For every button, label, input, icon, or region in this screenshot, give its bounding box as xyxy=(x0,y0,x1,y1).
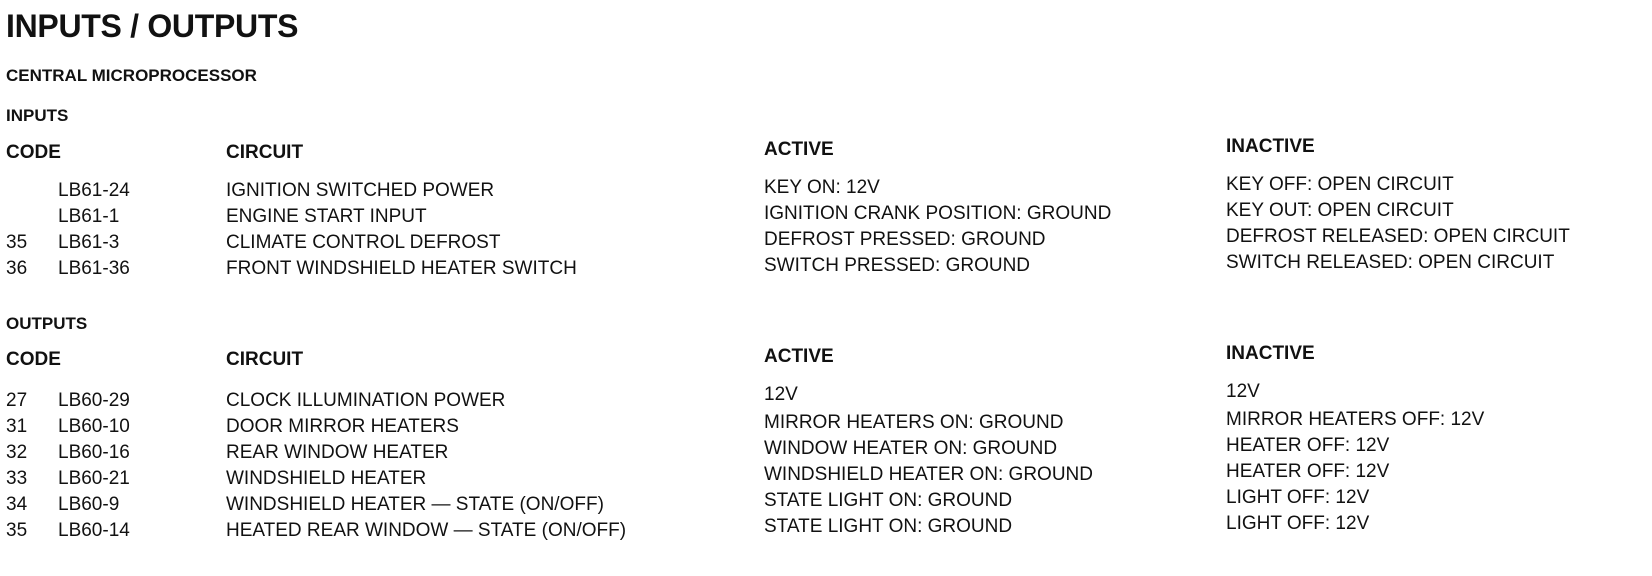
inputs-header-circuit: CIRCUIT xyxy=(226,142,304,163)
outputs-row-active: 12V xyxy=(764,384,798,405)
outputs-row-inactive: 12V xyxy=(1226,381,1260,402)
inputs-row-circuit: ENGINE START INPUT xyxy=(226,206,427,227)
outputs-row-num: 35 xyxy=(6,520,28,541)
inputs-row-code: LB61-24 xyxy=(58,180,130,201)
outputs-row-circuit: WINDSHIELD HEATER — STATE (ON/OFF) xyxy=(226,494,604,515)
inputs-row-code: LB61-3 xyxy=(58,232,120,253)
outputs-row-code: LB60-14 xyxy=(58,520,130,541)
outputs-row-inactive: HEATER OFF: 12V xyxy=(1226,461,1390,482)
inputs-row-num: 36 xyxy=(6,258,28,279)
outputs-row-num: 33 xyxy=(6,468,28,489)
inputs-header-active: ACTIVE xyxy=(764,139,834,160)
outputs-row-inactive: HEATER OFF: 12V xyxy=(1226,435,1390,456)
inputs-row-active: DEFROST PRESSED: GROUND xyxy=(764,229,1046,250)
inputs-row-circuit: IGNITION SWITCHED POWER xyxy=(226,180,495,201)
inputs-row-active: IGNITION CRANK POSITION: GROUND xyxy=(764,203,1112,224)
outputs-row-inactive: LIGHT OFF: 12V xyxy=(1226,487,1370,508)
inputs-row-num: 35 xyxy=(6,232,28,253)
inputs-header-inactive: INACTIVE xyxy=(1226,136,1315,157)
outputs-header-code: CODE xyxy=(6,349,61,370)
outputs-row-circuit: DOOR MIRROR HEATERS xyxy=(226,416,459,437)
outputs-row-circuit: CLOCK ILLUMINATION POWER xyxy=(226,390,506,411)
outputs-row-code: LB60-10 xyxy=(58,416,130,437)
outputs-row-active: WINDSHIELD HEATER ON: GROUND xyxy=(764,464,1094,485)
outputs-row-circuit: WINDSHIELD HEATER xyxy=(226,468,427,489)
inputs-row-code: LB61-36 xyxy=(58,258,130,279)
outputs-row-num: 32 xyxy=(6,442,28,463)
outputs-row-num: 31 xyxy=(6,416,28,437)
outputs-row-active: WINDOW HEATER ON: GROUND xyxy=(764,438,1058,459)
outputs-row-code: LB60-21 xyxy=(58,468,130,489)
outputs-row-active: STATE LIGHT ON: GROUND xyxy=(764,490,1013,511)
outputs-row-circuit: REAR WINDOW HEATER xyxy=(226,442,449,463)
outputs-row-inactive: LIGHT OFF: 12V xyxy=(1226,513,1370,534)
inputs-row-active: KEY ON: 12V xyxy=(764,177,880,198)
inputs-row-circuit: CLIMATE CONTROL DEFROST xyxy=(226,232,501,253)
outputs-row-num: 27 xyxy=(6,390,28,411)
inputs-header-code: CODE xyxy=(6,142,61,163)
inputs-row-circuit: FRONT WINDSHIELD HEATER SWITCH xyxy=(226,258,577,279)
inputs-row-active: SWITCH PRESSED: GROUND xyxy=(764,255,1031,276)
outputs-section-label: OUTPUTS xyxy=(6,314,88,333)
page-title: INPUTS / OUTPUTS xyxy=(6,8,299,44)
outputs-row-code: LB60-16 xyxy=(58,442,130,463)
inputs-row-inactive: DEFROST RELEASED: OPEN CIRCUIT xyxy=(1226,226,1570,247)
inputs-section-label: INPUTS xyxy=(6,106,69,125)
inputs-row-inactive: KEY OFF: OPEN CIRCUIT xyxy=(1226,174,1454,195)
inputs-row-inactive: KEY OUT: OPEN CIRCUIT xyxy=(1226,200,1454,221)
outputs-row-active: MIRROR HEATERS ON: GROUND xyxy=(764,412,1064,433)
outputs-row-circuit: HEATED REAR WINDOW — STATE (ON/OFF) xyxy=(226,520,627,541)
outputs-row-num: 34 xyxy=(6,494,28,515)
outputs-row-inactive: MIRROR HEATERS OFF: 12V xyxy=(1226,409,1485,430)
inputs-row-inactive: SWITCH RELEASED: OPEN CIRCUIT xyxy=(1226,252,1555,273)
outputs-header-circuit: CIRCUIT xyxy=(226,349,304,370)
outputs-header-inactive: INACTIVE xyxy=(1226,343,1315,364)
outputs-row-active: STATE LIGHT ON: GROUND xyxy=(764,516,1013,537)
outputs-row-code: LB60-29 xyxy=(58,390,130,411)
page-subtitle: CENTRAL MICROPROCESSOR xyxy=(6,66,257,85)
outputs-header-active: ACTIVE xyxy=(764,346,834,367)
outputs-row-code: LB60-9 xyxy=(58,494,120,515)
inputs-row-code: LB61-1 xyxy=(58,206,120,227)
